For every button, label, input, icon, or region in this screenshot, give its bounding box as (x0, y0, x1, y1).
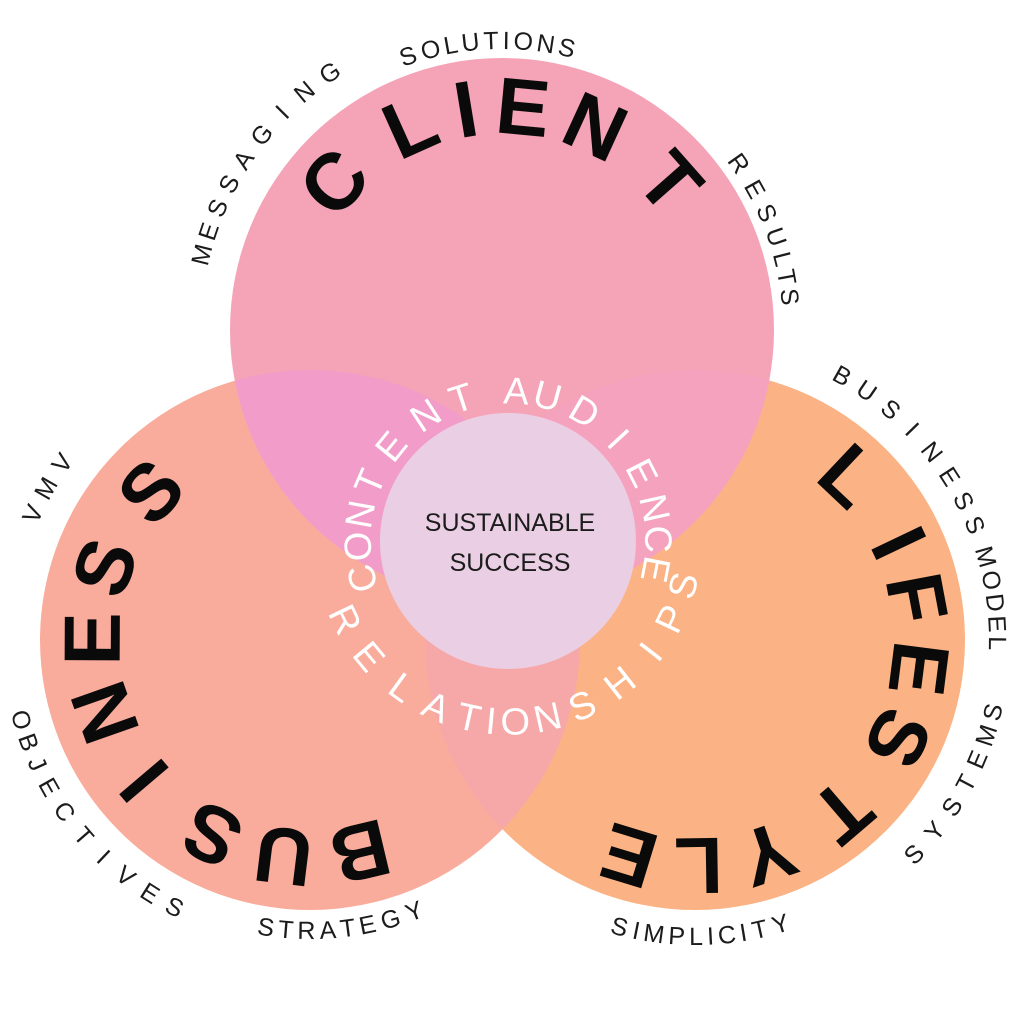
business-title-letter: U (250, 808, 318, 903)
center-title-line2: SUCCESS (450, 549, 571, 577)
lifestyle-title-letter: E (871, 636, 966, 700)
messaging-label-letter: E (193, 219, 225, 244)
strategy-label-letter: R (297, 917, 315, 945)
simplicity-label-letter: C (717, 920, 738, 950)
business-model-label-letter: S (875, 394, 906, 426)
strategy-label-letter: Y (402, 895, 428, 927)
objectives-label-letter: S (161, 891, 189, 924)
vmv-label-letter: M (29, 473, 64, 505)
solutions-label-letter: I (502, 27, 509, 55)
relationships-label-letter: O (500, 701, 531, 744)
business-model-label-letter: E (933, 462, 966, 491)
business-model-label-letter: B (828, 360, 856, 393)
business-model-label-letter: D (980, 592, 1010, 613)
simplicity-label-letter: I (706, 922, 714, 950)
business-model-label-letter: U (851, 375, 882, 408)
objectives-label-letter: V (110, 860, 141, 893)
business-model-label-letter: M (969, 543, 1002, 571)
simplicity-label-letter: M (642, 919, 666, 950)
content-label-letter: O (337, 531, 380, 562)
vmv-label-letter: V (46, 448, 79, 478)
lifestyle-title-letter: L (673, 821, 723, 911)
results-label-letter: S (774, 287, 804, 307)
objectives-label-letter: C (47, 796, 80, 827)
solutions-label-letter: O (418, 34, 444, 66)
business-model-label-letter: L (983, 636, 1011, 650)
simplicity-label-letter: S (608, 912, 631, 943)
strategy-label-letter: S (255, 913, 276, 943)
systems-label-letter: S (978, 701, 1009, 724)
messaging-label-letter: S (202, 195, 234, 221)
strategy-label-letter: T (338, 914, 357, 944)
results-label-letter: E (738, 175, 771, 203)
objectives-label-letter: T (68, 822, 99, 852)
results-label-letter: T (771, 267, 801, 287)
simplicity-label-letter: Y (769, 908, 793, 940)
solutions-label-letter: O (513, 27, 534, 56)
solutions-label-letter: T (483, 27, 499, 56)
vmv-label-letter: V (17, 500, 50, 527)
results-label-letter: R (722, 148, 755, 179)
audience-label-letter: A (502, 370, 530, 413)
objectives-label-letter: I (91, 845, 115, 870)
simplicity-label-letter: L (689, 923, 703, 951)
messaging-label-letter: A (228, 145, 261, 175)
simplicity-label-letter: P (667, 922, 685, 951)
solutions-label-letter: U (460, 28, 481, 58)
systems-label-letter: E (961, 747, 993, 773)
objectives-label-letter: O (5, 707, 37, 733)
business-model-label-letter: S (947, 487, 980, 515)
objectives-label-letter: B (12, 730, 44, 755)
messaging-label-letter: I (270, 100, 295, 125)
business-model-label-letter: N (915, 436, 948, 468)
messaging-label-letter: N (289, 76, 321, 109)
solutions-label-letter: S (555, 33, 578, 64)
simplicity-label-letter: I (630, 917, 642, 946)
systems-label-letter: S (936, 793, 969, 822)
simplicity-label-letter: I (738, 919, 749, 948)
simplicity-label-letter: T (749, 915, 770, 946)
objectives-label-letter: E (32, 773, 65, 801)
results-label-letter: U (760, 224, 792, 250)
business-model-label-letter: I (899, 417, 924, 441)
strategy-label-letter: T (277, 915, 295, 944)
messaging-label-letter: G (245, 119, 279, 152)
audience-label-letter: C (636, 525, 678, 553)
client-title-letter: E (492, 60, 553, 154)
systems-label-letter: Y (919, 816, 951, 847)
results-label-letter: S (750, 200, 782, 227)
systems-label-letter: S (899, 839, 931, 871)
solutions-label-letter: S (396, 41, 421, 73)
center-circle (380, 413, 636, 669)
objectives-label-letter: J (21, 752, 52, 775)
center-title-line1: SUSTAINABLE (425, 509, 595, 537)
business-model-label-letter: O (975, 568, 1006, 593)
relationships-label-letter: I (484, 700, 498, 743)
objectives-label-letter: E (135, 877, 164, 910)
strategy-label-letter: G (377, 903, 403, 935)
messaging-label-letter: S (213, 170, 246, 198)
business-model-label-letter: E (982, 615, 1011, 633)
systems-label-letter: T (951, 770, 983, 797)
results-label-letter: L (767, 249, 798, 269)
messaging-label-letter: M (186, 241, 218, 268)
messaging-label-letter: G (314, 56, 346, 90)
business-model-label-letter: S (958, 512, 990, 538)
strategy-label-letter: E (357, 910, 379, 941)
business-title-letter: E (48, 612, 137, 666)
solutions-label-letter: L (442, 31, 461, 61)
vmv-label: VMV (17, 448, 79, 527)
systems-label-letter: M (970, 721, 1003, 750)
strategy-label-letter: A (319, 916, 338, 945)
solutions-label-letter: N (535, 29, 557, 59)
